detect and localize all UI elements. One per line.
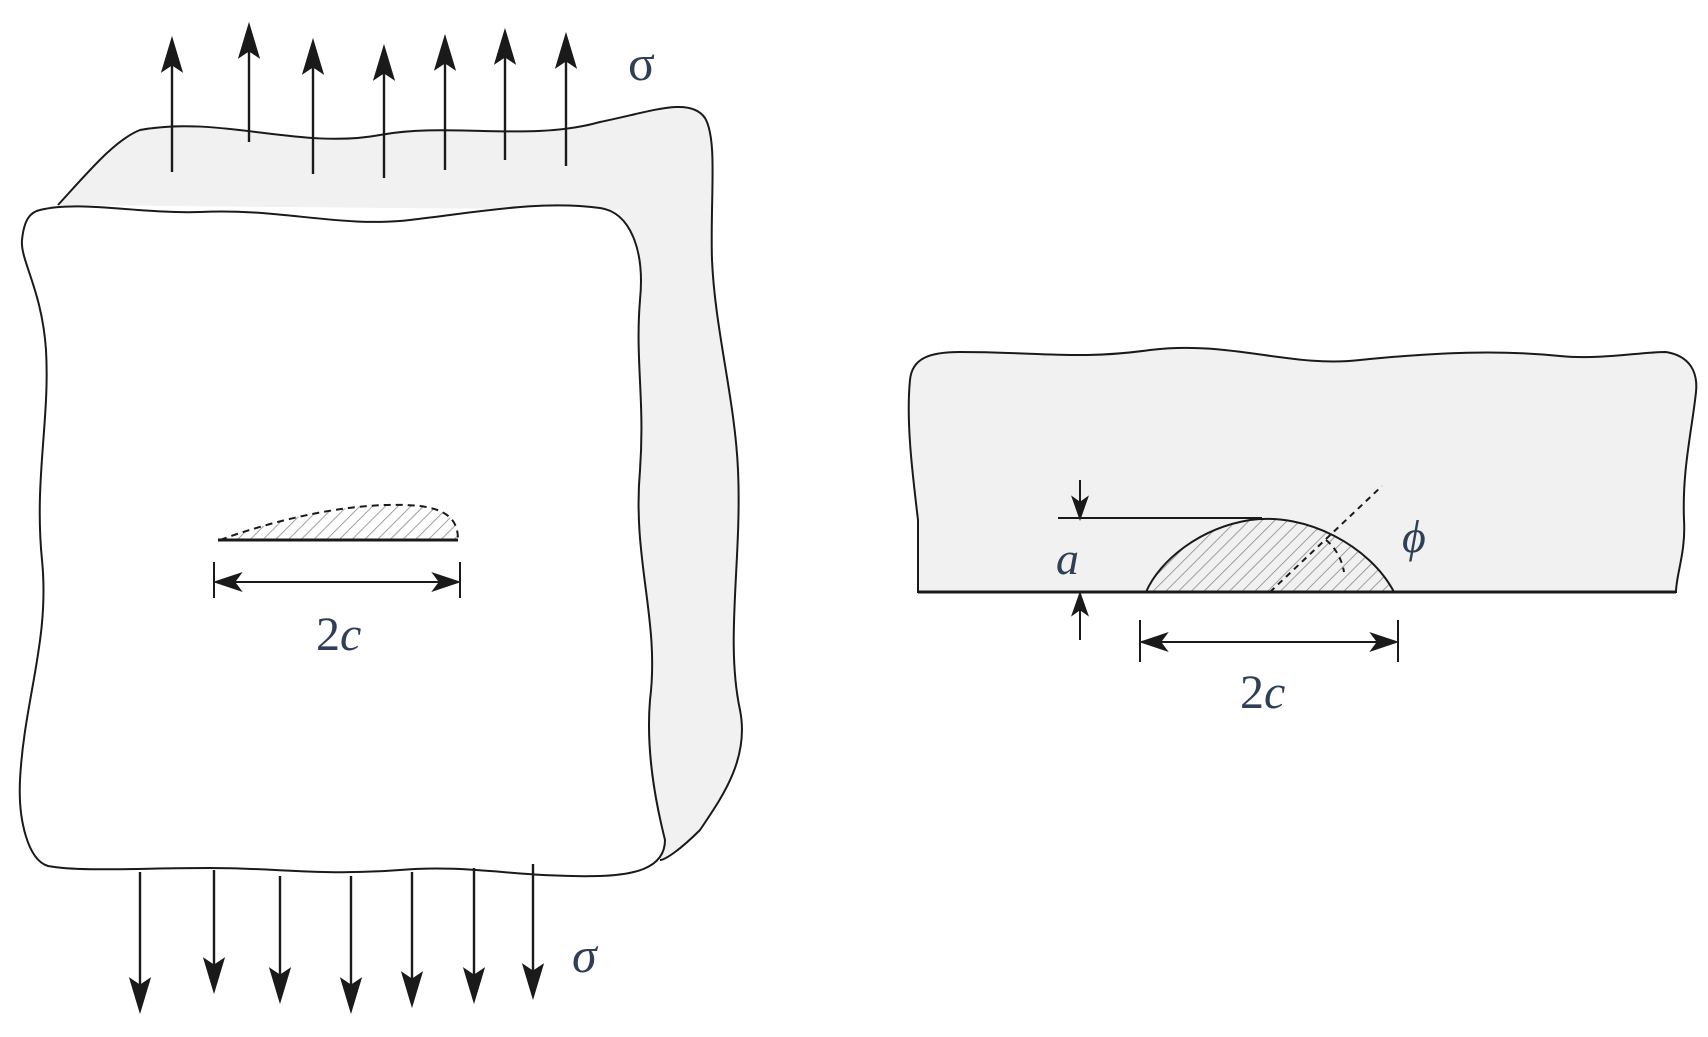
crack-front-dashed bbox=[219, 503, 459, 541]
crack-length-dimension bbox=[212, 562, 462, 598]
surface-crack-section: a ϕ 2c bbox=[907, 346, 1698, 719]
surface-crack-length-var: c bbox=[1264, 666, 1285, 719]
plate-diagram: σ σ 2c bbox=[18, 21, 743, 1015]
top-arrow bbox=[160, 35, 184, 172]
crack-depth-label: a bbox=[1056, 533, 1079, 584]
plate-back-edge bbox=[57, 105, 743, 861]
embedded-crack bbox=[218, 503, 459, 542]
top-arrow bbox=[493, 27, 517, 160]
top-arrow bbox=[372, 43, 396, 178]
angle-label: ϕ bbox=[1402, 511, 1426, 562]
section-body bbox=[907, 346, 1698, 593]
top-arrow bbox=[237, 21, 261, 142]
top-arrow bbox=[554, 31, 578, 166]
bottom-arrow bbox=[128, 872, 152, 1015]
stress-label-bottom: σ bbox=[572, 927, 599, 983]
crack-length-num: 2 bbox=[316, 608, 340, 661]
top-stress-arrows bbox=[160, 21, 578, 178]
crack-length-label: 2c bbox=[316, 608, 361, 661]
crack-length-var: c bbox=[340, 608, 361, 661]
bottom-stress-arrows bbox=[128, 864, 545, 1015]
stress-label-top: σ bbox=[628, 35, 655, 91]
bottom-arrow bbox=[521, 864, 545, 1001]
bottom-arrow bbox=[400, 872, 424, 1009]
top-arrow bbox=[301, 37, 325, 174]
bottom-arrow bbox=[339, 876, 363, 1015]
surface-crack-length-num: 2 bbox=[1240, 666, 1264, 719]
bottom-arrow bbox=[268, 876, 292, 1005]
crack-depth-dimension bbox=[1071, 480, 1089, 640]
bottom-arrow bbox=[462, 868, 486, 1005]
bottom-arrow bbox=[202, 870, 226, 995]
top-arrow bbox=[433, 33, 457, 170]
surface-crack-length-dimension bbox=[1138, 620, 1400, 662]
angle-indicator bbox=[1269, 485, 1383, 593]
surface-crack-hatch bbox=[1144, 517, 1396, 593]
surface-crack-length-label: 2c bbox=[1240, 666, 1285, 719]
crack-hatch-area bbox=[220, 504, 458, 540]
